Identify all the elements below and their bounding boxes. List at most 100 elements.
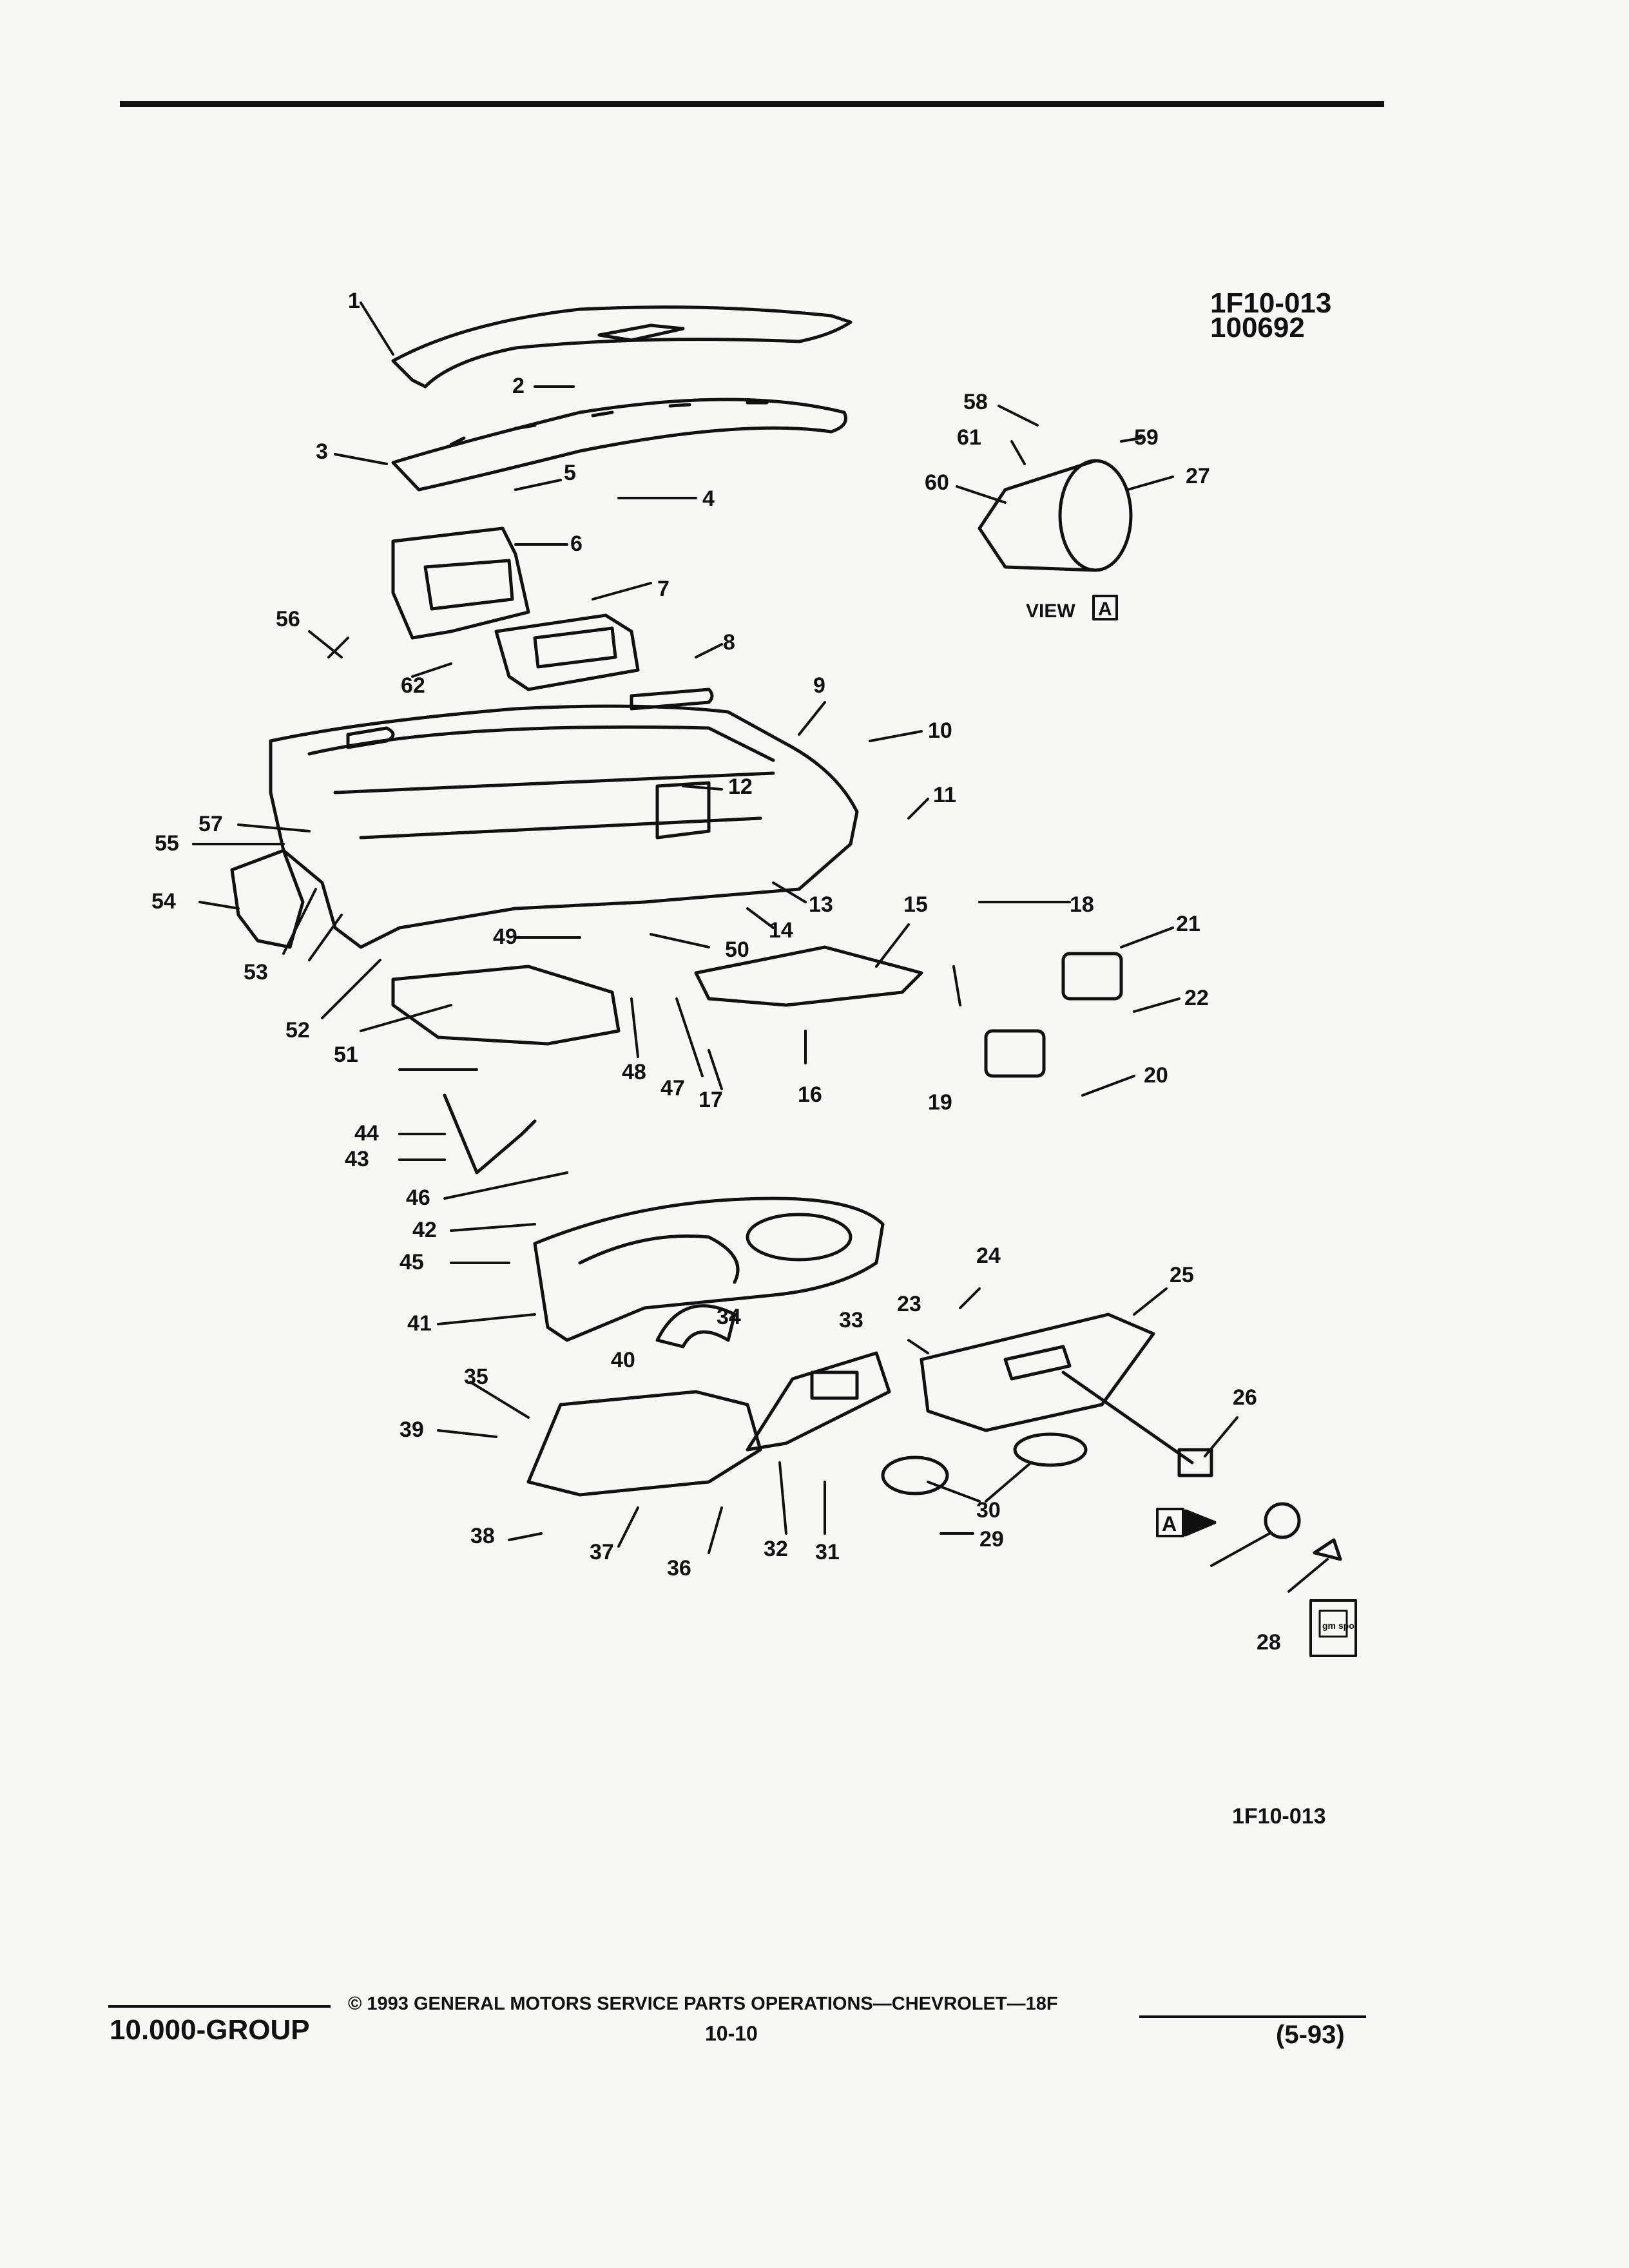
part-number: 31 <box>815 1540 840 1564</box>
lock-cylinder-part <box>1264 1502 1301 1539</box>
part-number: 62 <box>401 673 425 698</box>
bumper-part <box>1013 1432 1088 1467</box>
lower-duct-part <box>391 965 621 1046</box>
wire-bracket-part <box>443 1093 537 1175</box>
part-number: 55 <box>155 831 179 856</box>
part-number: 2 <box>512 374 525 398</box>
center-trim-part <box>746 1351 891 1452</box>
part-number: 22 <box>1184 986 1209 1010</box>
gm-spo-logo-text: gm spo <box>1322 1620 1354 1631</box>
part-number: 16 <box>798 1082 822 1107</box>
upper-pad-part <box>391 305 853 389</box>
part-number: 40 <box>611 1348 635 1372</box>
revision-date: (5-93) <box>1276 2021 1345 2049</box>
part-number: 14 <box>769 918 793 943</box>
view-a-callout-box <box>1156 1508 1184 1537</box>
part-number: 19 <box>928 1090 952 1115</box>
part-number: 10 <box>928 718 952 743</box>
column-cover-part <box>655 1304 737 1349</box>
part-number: 56 <box>276 607 300 631</box>
lower-trim-part <box>526 1390 762 1497</box>
end-cap-part <box>230 849 305 949</box>
part-number: 7 <box>657 577 670 601</box>
callout-letter: A <box>1162 1512 1177 1535</box>
part-number: 43 <box>345 1147 369 1171</box>
gm-spo-logo <box>1309 1599 1357 1657</box>
part-number: 15 <box>903 892 928 917</box>
group-label: 10.000-GROUP <box>110 2014 310 2046</box>
part-number: 8 <box>723 630 735 655</box>
figure-date: 100692 <box>1210 312 1305 343</box>
part-number: 32 <box>764 1537 788 1561</box>
knee-bolster-part <box>694 945 923 1007</box>
key-part <box>1313 1538 1342 1561</box>
part-number: 9 <box>813 673 825 698</box>
top-rule <box>120 101 1384 107</box>
part-number: 34 <box>717 1305 741 1329</box>
part-number: 33 <box>839 1308 863 1332</box>
part-number: 47 <box>660 1076 685 1100</box>
copyright-line: © 1993 GENERAL MOTORS SERVICE PARTS OPER… <box>348 1994 1058 2014</box>
part-number: 26 <box>1233 1385 1257 1410</box>
arrow-icon <box>1184 1509 1217 1537</box>
part-number: 58 <box>963 390 988 414</box>
part-number: 17 <box>699 1088 723 1112</box>
part-number: 57 <box>198 812 223 836</box>
part-number: 18 <box>1070 892 1094 917</box>
bottom-figure-code: 1F10-013 <box>1232 1804 1326 1829</box>
part-number: 4 <box>702 486 715 511</box>
part-number: 41 <box>407 1311 432 1336</box>
part-number: 5 <box>564 461 576 485</box>
part-number: 46 <box>406 1186 430 1210</box>
part-number: 51 <box>334 1043 358 1067</box>
part-number: 61 <box>957 425 981 450</box>
part-number: 27 <box>1186 464 1210 488</box>
striker-part <box>1177 1448 1213 1477</box>
view-a-letter: A <box>1098 599 1112 620</box>
part-number: 13 <box>809 892 833 917</box>
part-number: 49 <box>493 925 517 949</box>
page-number: 10-10 <box>705 2022 758 2045</box>
defroster-duct-part <box>391 398 847 492</box>
part-number: 3 <box>316 439 328 464</box>
footer-rule <box>108 2005 331 2008</box>
glove-box-door-part <box>920 1312 1155 1432</box>
part-number: 53 <box>244 960 268 985</box>
part-number: 1 <box>348 289 360 313</box>
part-number: 59 <box>1134 425 1159 450</box>
part-number: 39 <box>400 1418 424 1442</box>
part-number: 29 <box>979 1527 1004 1552</box>
part-number: 52 <box>285 1018 310 1043</box>
figure-reference: 1F10-013 100692 <box>1210 287 1332 343</box>
part-number: 48 <box>622 1060 646 1084</box>
vent-part <box>984 1029 1046 1078</box>
part-number: 30 <box>976 1498 1001 1523</box>
trim-panel-part <box>533 1196 885 1342</box>
part-number: 44 <box>354 1121 379 1146</box>
part-number: 23 <box>897 1292 921 1316</box>
part-number: 20 <box>1144 1063 1168 1088</box>
part-number: 6 <box>570 532 583 556</box>
vent-part <box>1061 952 1123 1001</box>
part-number: 38 <box>470 1524 495 1548</box>
part-number: 60 <box>925 470 949 495</box>
radio-part <box>494 613 640 691</box>
footer-rule <box>1139 2015 1366 2018</box>
view-a-box <box>1092 595 1118 620</box>
part-number: 45 <box>400 1250 424 1274</box>
part-number: 28 <box>1257 1630 1281 1655</box>
part-number: 24 <box>976 1244 1001 1268</box>
part-number: 25 <box>1170 1263 1194 1287</box>
lock-cylinder-part <box>1058 459 1133 572</box>
part-number: 21 <box>1176 912 1200 936</box>
part-number: 11 <box>933 783 956 807</box>
part-number: 42 <box>412 1218 437 1242</box>
part-number: 35 <box>464 1365 488 1389</box>
part-number: 37 <box>590 1540 614 1564</box>
figure-code: 1F10-013 <box>1210 287 1332 319</box>
view-a-label: VIEW <box>1026 601 1075 622</box>
radio-bracket-part <box>391 526 530 640</box>
part-number: 54 <box>151 889 176 914</box>
bumper-part <box>881 1456 949 1495</box>
